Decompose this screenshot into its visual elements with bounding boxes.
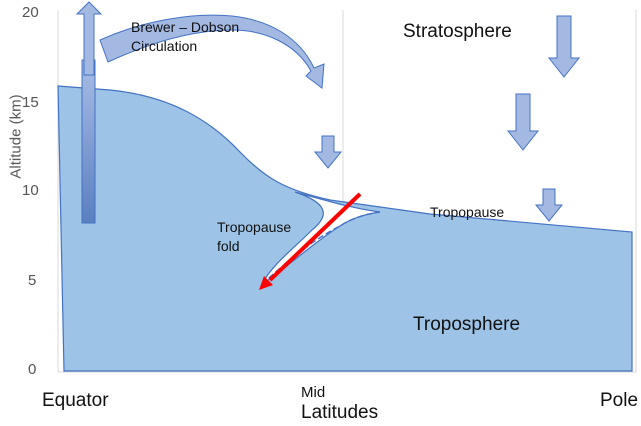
x-label-mid: Mid: [301, 384, 326, 401]
brewer-dobson-label-line1: Brewer – Dobson: [131, 19, 240, 35]
troposphere-region: [57, 85, 633, 372]
tropopause-fold-label-line1: Tropopause: [217, 219, 292, 235]
y-tick-5: 5: [28, 272, 37, 289]
fold-red-line: [268, 192, 362, 282]
y-tick-15: 15: [22, 94, 39, 111]
descending-arrow-1: [313, 135, 343, 169]
x-label-latitudes: Latitudes: [301, 402, 379, 423]
fold-red-arrowhead: [259, 276, 273, 290]
x-label-equator: Equator: [42, 390, 109, 411]
tropopause-label: Tropopause: [430, 204, 505, 220]
descending-arrow-3: [506, 93, 540, 151]
descending-arrow-2: [547, 15, 581, 78]
y-tick-20: 20: [22, 4, 39, 21]
y-tick-10: 10: [22, 182, 39, 199]
troposphere-label: Troposphere: [413, 314, 521, 335]
circulation-curved-arrow: [99, 14, 325, 89]
equator-column: [81, 59, 96, 224]
equator-up-arrow: [75, 1, 103, 76]
descending-arrow-4: [534, 188, 564, 222]
x-label-pole: Pole: [600, 390, 639, 411]
stratosphere-label: Stratosphere: [403, 21, 512, 42]
y-tick-0: 0: [28, 361, 37, 378]
brewer-dobson-label-line2: Circulation: [131, 38, 198, 54]
tropopause-fold-label-line2: fold: [217, 238, 240, 254]
